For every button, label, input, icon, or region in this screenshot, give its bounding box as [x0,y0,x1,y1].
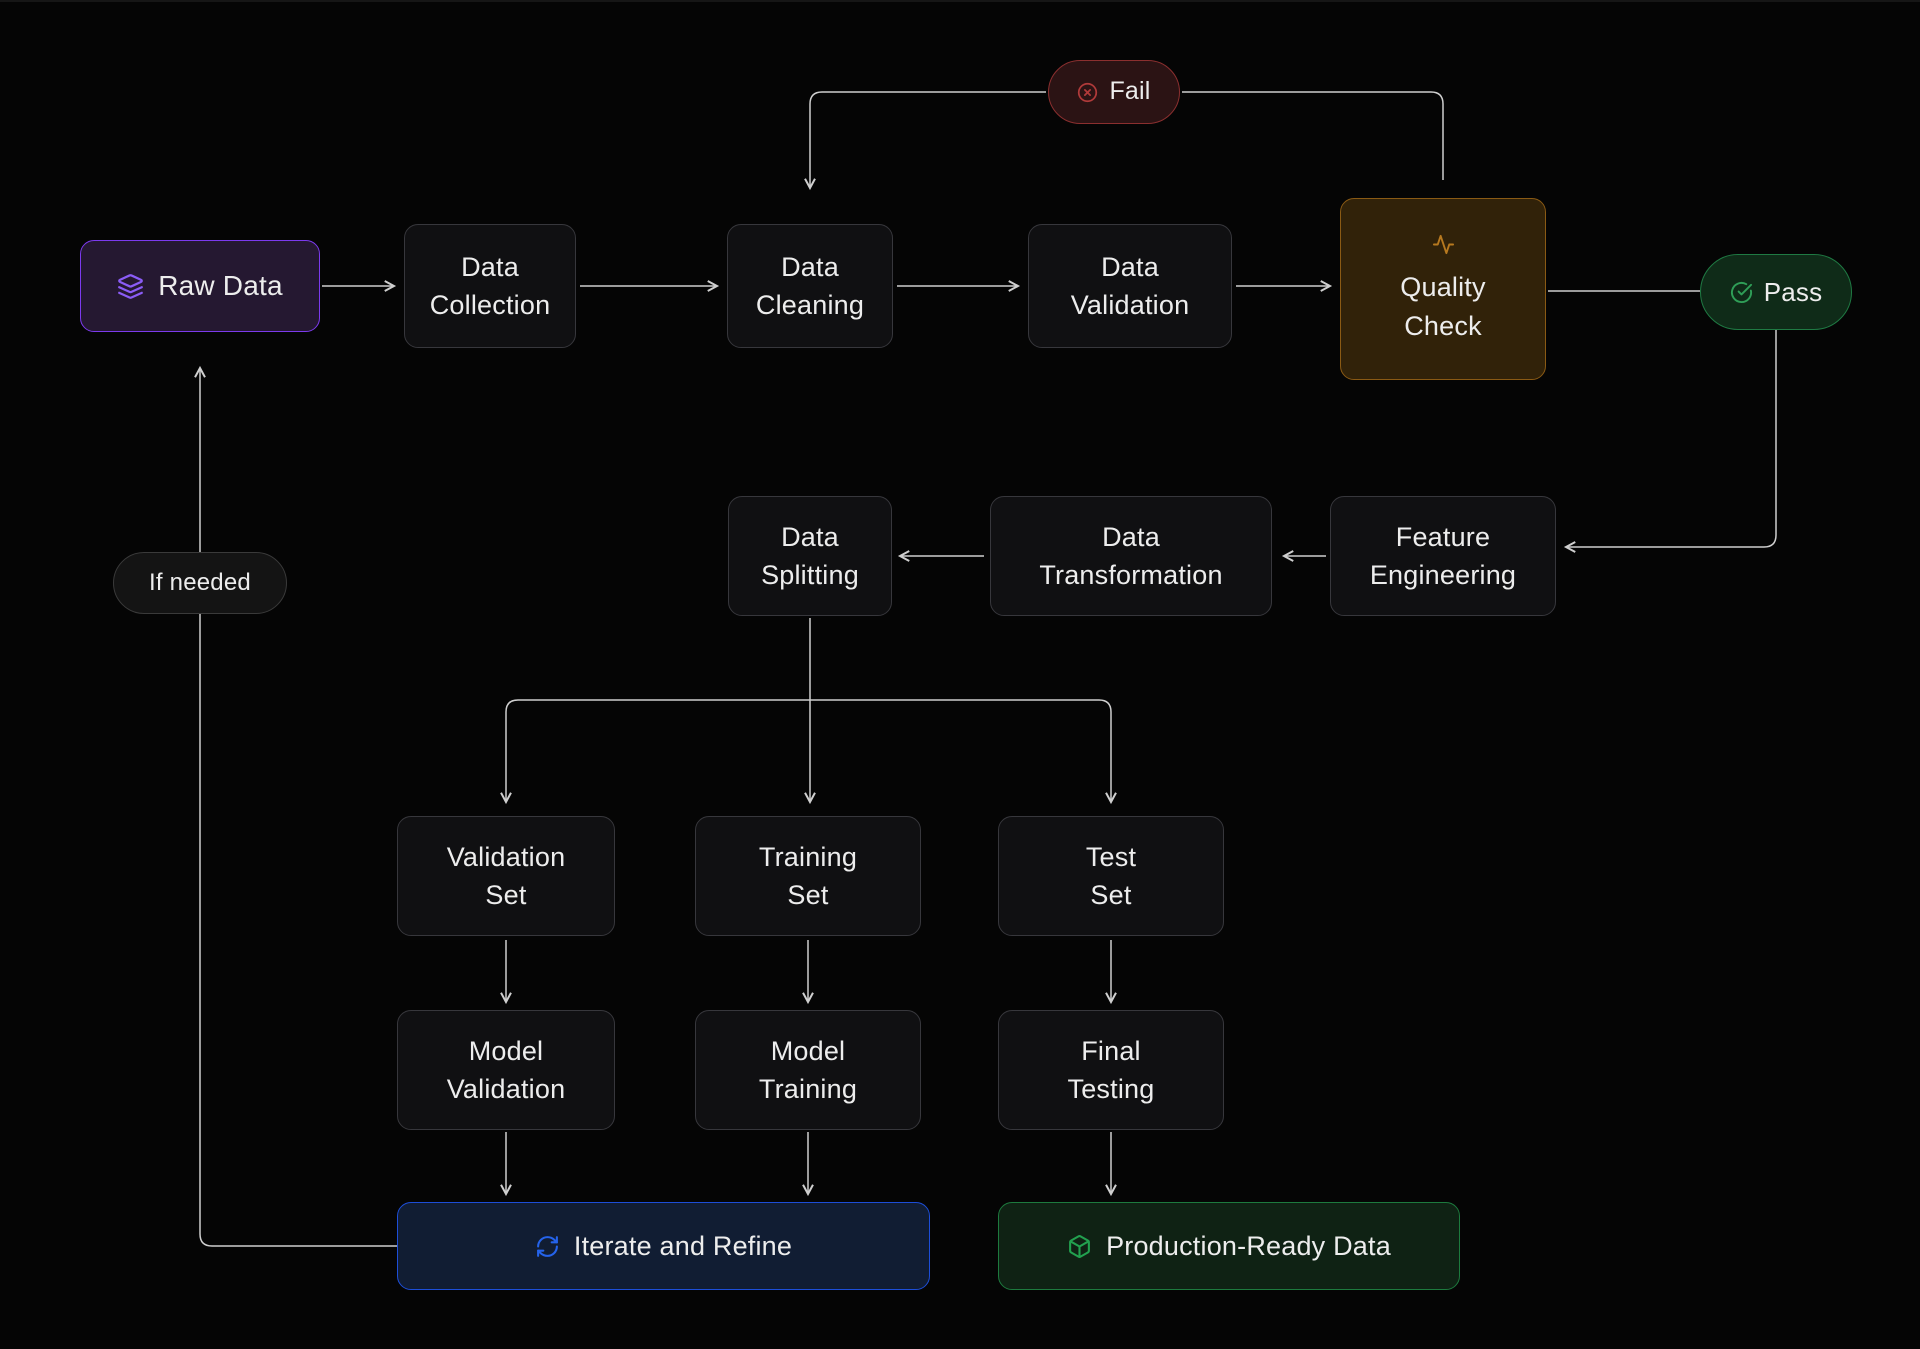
refresh-icon [535,1234,560,1259]
connector-splitting-to-testset [810,699,1117,805]
package-icon [1067,1234,1092,1259]
node-final-testing[interactable]: Final Testing [998,1010,1224,1130]
circle-check-icon [1730,281,1753,304]
node-data-transformation[interactable]: Data Transformation [990,496,1272,616]
node-label: Production-Ready Data [1106,1230,1391,1261]
connector-qualitycheck-to-fail [1182,91,1444,180]
edge-label-text: Pass [1763,276,1823,307]
node-data-cleaning[interactable]: Data Cleaning [727,224,893,348]
connector-iterate-to-rawdata [194,365,397,1247]
node-label: Model Training [758,1035,858,1104]
node-label: Final Testing [1067,1035,1155,1104]
edge-label-fail: Fail [1048,60,1180,124]
activity-icon [1432,233,1455,256]
node-label: Data Splitting [761,521,859,590]
node-label: Feature Engineering [1369,521,1517,590]
node-test-set[interactable]: Test Set [998,816,1224,936]
node-label: Test Set [1085,841,1137,910]
node-model-validation[interactable]: Model Validation [397,1010,615,1130]
node-raw-data[interactable]: Raw Data [80,240,320,332]
node-production-ready-data[interactable]: Production-Ready Data [998,1202,1460,1290]
connector-splitting-to-validationset [500,699,810,805]
node-label: Data Transformation [1039,521,1223,590]
node-model-training[interactable]: Model Training [695,1010,921,1130]
node-training-set[interactable]: Training Set [695,816,921,936]
connector-fail-to-cleaning [804,91,1046,191]
edge-label-text: If needed [149,568,251,596]
node-data-collection[interactable]: Data Collection [404,224,576,348]
node-data-validation[interactable]: Data Validation [1028,224,1232,348]
node-quality-check[interactable]: Quality Check [1340,198,1546,380]
node-feature-engineering[interactable]: Feature Engineering [1330,496,1556,616]
node-data-splitting[interactable]: Data Splitting [728,496,892,616]
node-label: Training Set [758,841,858,910]
edge-label-pass: Pass [1700,254,1852,330]
edge-label-text: Fail [1109,77,1151,106]
node-label: Validation Set [446,841,566,910]
node-label: Data Validation [1070,251,1190,320]
layers-icon [117,273,144,300]
node-label: Iterate and Refine [573,1230,793,1261]
node-label: Quality Check [1400,272,1486,341]
circle-x-icon [1077,82,1098,103]
node-label: Model Validation [446,1035,566,1104]
node-label: Data Collection [429,251,551,320]
node-validation-set[interactable]: Validation Set [397,816,615,936]
node-label: Raw Data [158,270,283,302]
node-label: Data Cleaning [755,251,865,320]
connector-pass-to-featureengineering [1563,330,1777,553]
edge-label-if-needed: If needed [113,552,287,614]
node-iterate-and-refine[interactable]: Iterate and Refine [397,1202,930,1290]
